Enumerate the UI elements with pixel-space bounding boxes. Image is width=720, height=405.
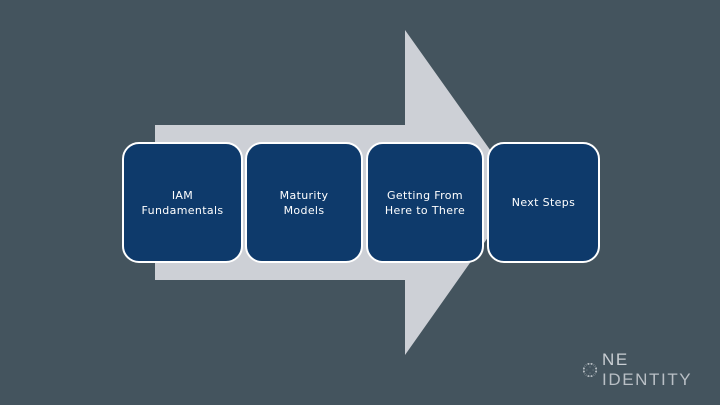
stage-box-maturity-models[interactable]: Maturity Models [245,142,363,263]
stage-box-next-steps[interactable]: Next Steps [487,142,600,263]
stage-box-label: IAM Fundamentals [141,188,224,217]
logo-word-identity: IDENTITY [602,370,693,389]
stage-box-label: Next Steps [511,196,576,209]
logo-wordmark: NE IDENTITY [602,350,720,390]
stage-box-getting-from-here-to-there[interactable]: Getting From Here to There [366,142,484,263]
logo-word-one: NE [602,350,629,369]
stage-box-iam-fundamentals[interactable]: IAM Fundamentals [122,142,243,263]
stage-box-label: Getting From Here to There [384,188,466,217]
one-identity-logo: NE IDENTITY [580,350,720,389]
stage-box-label: Maturity Models [279,188,329,217]
one-identity-ring-icon [581,361,599,379]
stage-box-row: IAM Fundamentals Maturity Models Getting… [0,142,720,263]
